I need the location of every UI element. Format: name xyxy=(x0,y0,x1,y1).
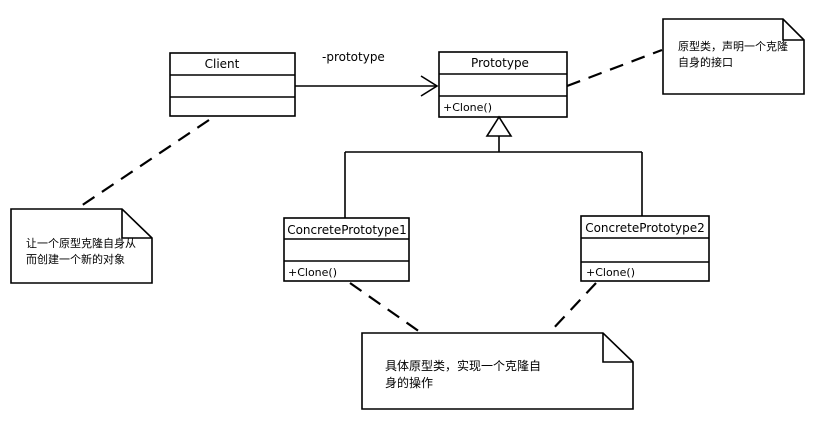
prototype-class: Prototype +Clone() xyxy=(438,51,568,118)
concrete-prototype2-class: ConcretePrototype2 +Clone() xyxy=(580,215,710,282)
prototype-note-connector xyxy=(566,48,663,88)
concrete-note: 具体原型类，实现一个克隆自 身的操作 xyxy=(361,332,634,410)
prototype-class-box xyxy=(438,51,568,118)
concrete1-note-connector xyxy=(349,282,421,333)
client-class: Client xyxy=(169,52,296,117)
concrete-prototype2-name: ConcretePrototype2 xyxy=(585,221,705,235)
prototype-class-name: Prototype xyxy=(471,56,529,70)
client-note: 让一个原型克隆自身从 而创建一个新的对象 xyxy=(10,208,153,284)
concrete-prototype2-clone-operation: +Clone() xyxy=(586,266,635,279)
association-arrowhead xyxy=(420,75,439,97)
note-connectors xyxy=(77,48,663,333)
prototype-clone-operation: +Clone() xyxy=(443,101,492,114)
concrete-prototype1-clone-operation: +Clone() xyxy=(288,266,337,279)
concrete-prototype1-class: ConcretePrototype1 +Clone() xyxy=(283,217,410,282)
prototype-note-line-1: 原型类，声明一个克隆 xyxy=(678,39,788,53)
prototype-note: 原型类，声明一个克隆 自身的接口 xyxy=(662,18,805,95)
concrete-prototype1-box xyxy=(283,217,410,282)
prototype-note-line-2: 自身的接口 xyxy=(678,55,733,69)
note-fold xyxy=(602,333,633,363)
inheritance-triangle xyxy=(485,115,513,137)
client-class-box xyxy=(169,52,296,117)
association-arrow: -prototype xyxy=(295,50,439,97)
client-note-line-2: 而创建一个新的对象 xyxy=(26,252,125,266)
note-fold xyxy=(121,209,152,239)
client-note-connector xyxy=(77,119,210,209)
client-class-name: Client xyxy=(205,57,240,71)
concrete-note-line-2: 身的操作 xyxy=(385,375,433,390)
association-label: -prototype xyxy=(322,50,385,64)
note-fold xyxy=(782,19,804,41)
client-note-line-1: 让一个原型克隆自身从 xyxy=(26,236,136,250)
concrete-prototype2-box xyxy=(580,215,710,282)
concrete-note-line-1: 具体原型类，实现一个克隆自 xyxy=(385,358,541,373)
concrete-prototype1-name: ConcretePrototype1 xyxy=(287,223,407,237)
concrete2-note-connector xyxy=(549,282,597,333)
generalization-arrow xyxy=(344,115,643,218)
